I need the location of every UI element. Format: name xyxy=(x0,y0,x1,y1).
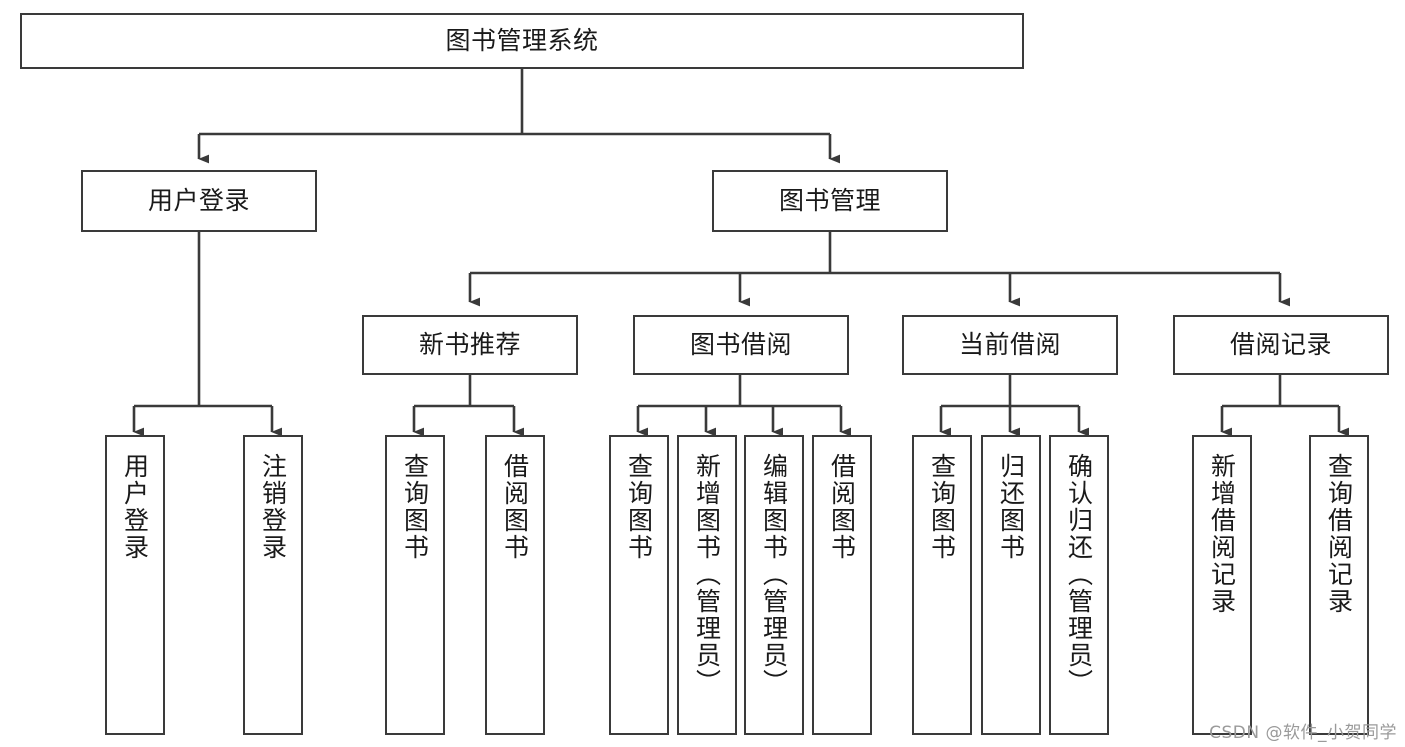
leaf-newbook-query-book[interactable]: 查询图书 xyxy=(385,435,445,735)
leaf-current-query-book[interactable]: 查询图书 xyxy=(912,435,972,735)
node-label: 查询图书 xyxy=(624,453,654,561)
leaf-newbook-borrow-book[interactable]: 借阅图书 xyxy=(485,435,545,735)
node-label: 图书借阅 xyxy=(689,330,792,360)
node-label: 图书管理 xyxy=(778,186,881,216)
leaf-current-confirm-return-admin[interactable]: 确认归还（管理员） xyxy=(1049,435,1109,735)
leaf-borrow-edit-book-admin[interactable]: 编辑图书（管理员） xyxy=(744,435,804,735)
node-book-management[interactable]: 图书管理 xyxy=(712,170,948,232)
leaf-records-query-record[interactable]: 查询借阅记录 xyxy=(1309,435,1369,735)
node-user-login[interactable]: 用户登录 xyxy=(81,170,317,232)
node-label: 借阅图书 xyxy=(500,453,530,561)
leaf-current-return-book[interactable]: 归还图书 xyxy=(981,435,1041,735)
leaf-borrow-borrow-book[interactable]: 借阅图书 xyxy=(812,435,872,735)
leaf-user-logout[interactable]: 注销登录 xyxy=(243,435,303,735)
node-label: 新增图书（管理员） xyxy=(692,453,722,696)
node-label: 用户登录 xyxy=(120,453,150,561)
node-new-book-recommend[interactable]: 新书推荐 xyxy=(362,315,578,375)
node-current-borrow[interactable]: 当前借阅 xyxy=(902,315,1118,375)
node-book-borrow[interactable]: 图书借阅 xyxy=(633,315,849,375)
node-label: 新增借阅记录 xyxy=(1207,453,1237,615)
leaf-borrow-query-book[interactable]: 查询图书 xyxy=(609,435,669,735)
node-label: 注销登录 xyxy=(258,453,288,561)
node-label: 归还图书 xyxy=(996,453,1026,561)
node-label: 查询借阅记录 xyxy=(1324,453,1354,615)
node-borrow-records[interactable]: 借阅记录 xyxy=(1173,315,1389,375)
leaf-user-login[interactable]: 用户登录 xyxy=(105,435,165,735)
node-label: 查询图书 xyxy=(400,453,430,561)
csdn-watermark: CSDN @软件_小贺同学 xyxy=(1209,723,1397,743)
leaf-borrow-add-book-admin[interactable]: 新增图书（管理员） xyxy=(677,435,737,735)
node-label: 借阅记录 xyxy=(1229,330,1332,360)
node-label: 图书管理系统 xyxy=(445,26,599,56)
node-label: 新书推荐 xyxy=(418,330,521,360)
node-label: 确认归还（管理员） xyxy=(1064,453,1094,696)
node-label: 当前借阅 xyxy=(958,330,1061,360)
leaf-records-add-record[interactable]: 新增借阅记录 xyxy=(1192,435,1252,735)
node-label: 用户登录 xyxy=(147,186,250,216)
node-label: 编辑图书（管理员） xyxy=(759,453,789,696)
node-label: 借阅图书 xyxy=(827,453,857,561)
node-label: 查询图书 xyxy=(927,453,957,561)
node-root-system[interactable]: 图书管理系统 xyxy=(20,13,1024,69)
